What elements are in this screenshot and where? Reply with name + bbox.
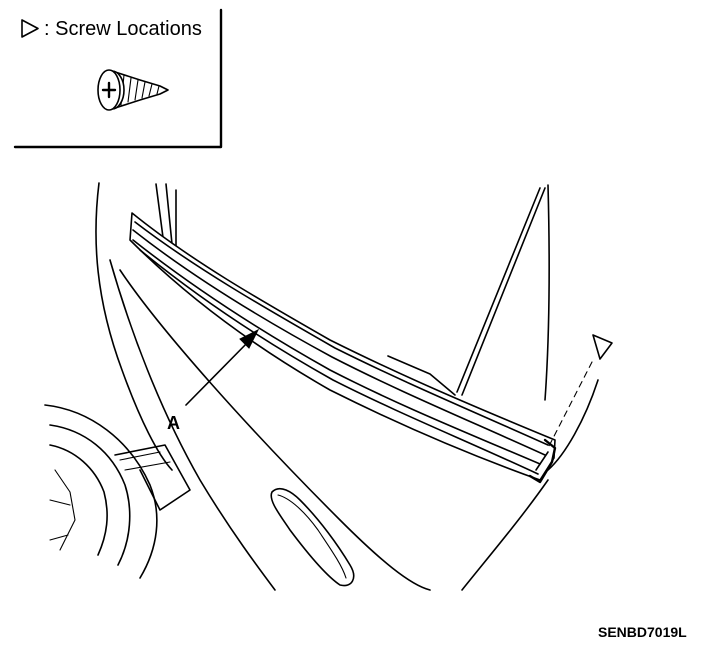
tire-outer — [44, 404, 158, 579]
rear-door-trailing-edge — [544, 184, 551, 401]
callout-a-arrow-head — [239, 328, 260, 349]
rear-door-lower-edge — [461, 479, 549, 591]
callout-a-arrow-shaft — [185, 337, 253, 406]
triangle-marker-icon — [21, 19, 39, 38]
wheel-area — [44, 404, 191, 579]
rear-door-front-edge — [109, 259, 276, 591]
door-frame-post — [155, 183, 177, 247]
wheel-well-edge — [114, 444, 191, 511]
rear-door-panel-line — [119, 269, 431, 591]
screw-location-marker-icon — [592, 334, 613, 360]
legend-label: : Screw Locations — [44, 18, 202, 40]
door-moulding-a — [129, 212, 557, 484]
figure-code: SENBD7019L — [598, 624, 687, 640]
callout-a: A — [167, 328, 260, 433]
callout-a-label: A — [167, 413, 180, 433]
fuel-door — [270, 487, 355, 587]
vehicle-body — [95, 182, 599, 591]
window-glass-edge-outer — [461, 187, 546, 396]
legend-frame — [13, 8, 223, 149]
window-glass-edge-inner — [456, 187, 541, 393]
quarter-panel-line — [547, 379, 599, 471]
screw-icon — [97, 69, 169, 111]
moulding-body — [129, 212, 556, 481]
screw-location-leader — [547, 361, 593, 449]
moulding-end-cap — [528, 438, 557, 484]
legend-box: : Screw Locations — [13, 8, 223, 149]
